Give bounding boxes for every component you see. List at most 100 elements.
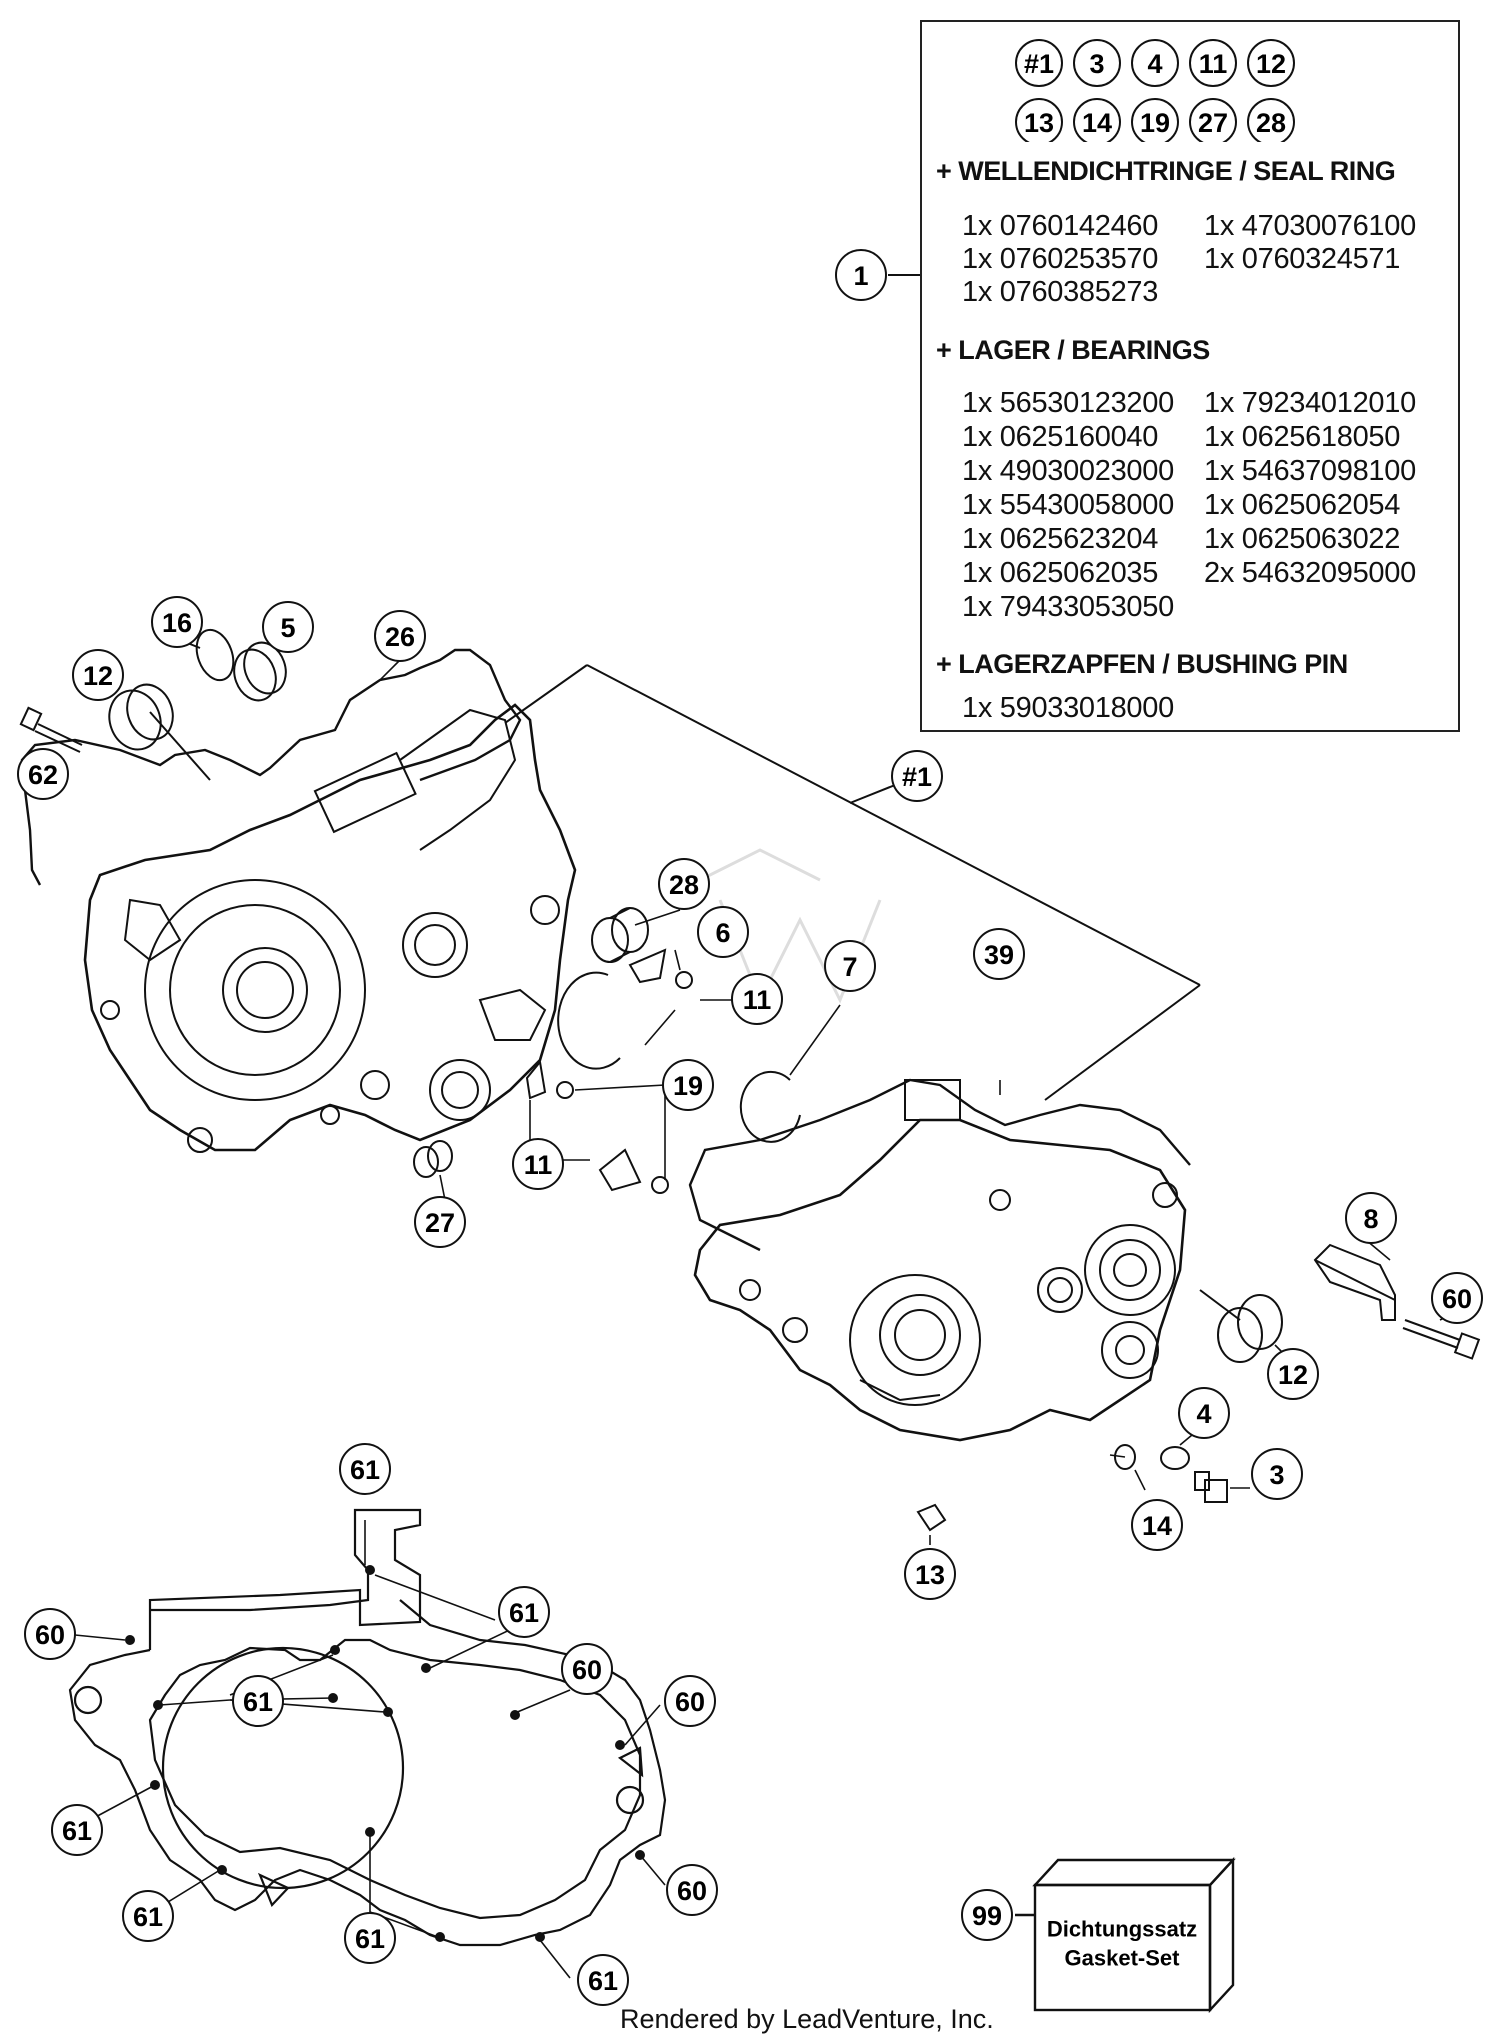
callout-39: 39 bbox=[973, 928, 1025, 980]
callout-11-a: 11 bbox=[731, 973, 783, 1025]
part-5-bushing bbox=[233, 641, 287, 702]
part-60-bolt bbox=[1402, 1319, 1481, 1360]
part-4-washer bbox=[1160, 1446, 1190, 1470]
svg-text:61: 61 bbox=[350, 1455, 380, 1485]
svg-text:13: 13 bbox=[915, 1560, 945, 1590]
svg-text:27: 27 bbox=[1198, 108, 1228, 138]
kit-ref-28: 28 bbox=[1247, 98, 1295, 142]
svg-text:14: 14 bbox=[1142, 1511, 1172, 1541]
callout-6: 6 bbox=[697, 906, 749, 958]
svg-text:1: 1 bbox=[853, 261, 868, 291]
callout-19: 19 bbox=[662, 1059, 714, 1111]
svg-text:28: 28 bbox=[669, 870, 699, 900]
svg-text:8: 8 bbox=[1363, 1204, 1378, 1234]
kit-ref-12: 12 bbox=[1247, 39, 1295, 87]
callout-62: 62 bbox=[17, 748, 69, 800]
svg-text:61: 61 bbox=[243, 1687, 273, 1717]
bearing-part: 1x 0625618050 bbox=[1204, 421, 1401, 453]
svg-text:26: 26 bbox=[385, 622, 415, 652]
seal-part: 1x 0760385273 bbox=[962, 276, 1159, 308]
seal-part: 1x 0760324571 bbox=[1204, 243, 1401, 275]
svg-text:3: 3 bbox=[1269, 1460, 1284, 1490]
svg-text:11: 11 bbox=[743, 985, 772, 1015]
part-28-bearing bbox=[591, 907, 649, 963]
svg-text:6: 6 bbox=[715, 918, 730, 948]
callout-1: 1 bbox=[835, 249, 887, 301]
callout-12-lower: 12 bbox=[1267, 1348, 1319, 1400]
callout-61-bottom-right: 61 bbox=[577, 1954, 629, 2006]
svg-text:60: 60 bbox=[677, 1876, 707, 1906]
bearing-part: 1x 0625062054 bbox=[1204, 489, 1401, 521]
svg-text:99: 99 bbox=[972, 1901, 1002, 1931]
part-8-holder bbox=[1313, 1243, 1396, 1321]
svg-text:12: 12 bbox=[1256, 49, 1286, 79]
callout-13: 13 bbox=[904, 1548, 956, 1600]
callout-60-bolt: 60 bbox=[1431, 1272, 1483, 1324]
bearing-part: 2x 54632095000 bbox=[1204, 557, 1416, 589]
callout-27: 27 bbox=[414, 1196, 466, 1248]
svg-text:11: 11 bbox=[1199, 49, 1228, 79]
kit-contents-legend: #1 3 4 11 12 13 14 19 27 28 + WELLENDICH… bbox=[920, 20, 1460, 732]
bushing-pin-part: 1x 59033018000 bbox=[962, 692, 1174, 724]
callout-61-bottom-left: 61 bbox=[122, 1890, 174, 1942]
bearings-heading: + LAGER / BEARINGS bbox=[936, 335, 1210, 365]
bearing-part: 1x 56530123200 bbox=[962, 387, 1174, 419]
right-crankcase bbox=[688, 1078, 1191, 1442]
callout-61-top: 61 bbox=[339, 1443, 391, 1495]
gasket-set-label-de: Dichtungssatz bbox=[1047, 1917, 1197, 1942]
svg-text:60: 60 bbox=[675, 1687, 705, 1717]
kit-ref-13: 13 bbox=[1015, 98, 1063, 142]
callout-61-bottom: 61 bbox=[344, 1912, 396, 1964]
svg-text:61: 61 bbox=[355, 1924, 385, 1954]
callout-5: 5 bbox=[262, 601, 314, 653]
assembly-leader-lines bbox=[504, 274, 1201, 1101]
bearing-part: 1x 55430058000 bbox=[962, 489, 1174, 521]
bearing-part: 1x 0625623204 bbox=[962, 523, 1159, 555]
base-gasket bbox=[68, 1508, 667, 1947]
part-7-circlip bbox=[739, 1070, 801, 1143]
gasket-kit-box bbox=[1015, 1856, 1236, 2014]
render-credit: Rendered by LeadVenture, Inc. bbox=[620, 2004, 994, 2034]
bearing-part: 1x 49030023000 bbox=[962, 455, 1174, 487]
callout-61-left: 61 bbox=[51, 1804, 103, 1856]
bearing-part: 1x 79433053050 bbox=[962, 591, 1174, 623]
svg-text:27: 27 bbox=[425, 1208, 455, 1238]
svg-text:60: 60 bbox=[572, 1655, 602, 1685]
part-13-pin bbox=[916, 1503, 947, 1532]
part-11-plates bbox=[525, 948, 667, 1192]
svg-text:5: 5 bbox=[280, 613, 295, 643]
svg-text:60: 60 bbox=[35, 1620, 65, 1650]
svg-text:12: 12 bbox=[83, 661, 113, 691]
svg-text:4: 4 bbox=[1196, 1399, 1211, 1429]
kit-ref-1: #1 bbox=[1015, 39, 1063, 87]
svg-text:61: 61 bbox=[509, 1598, 539, 1628]
bearing-part: 1x 54637098100 bbox=[1204, 455, 1416, 487]
callout-26: 26 bbox=[374, 610, 426, 662]
callout-60-gasket-mid: 60 bbox=[561, 1643, 613, 1695]
callout-60-gasket-bottom: 60 bbox=[666, 1864, 718, 1916]
kit-ref-27: 27 bbox=[1189, 98, 1237, 142]
callout-99: 99 bbox=[961, 1889, 1013, 1941]
part-27-bushing bbox=[413, 1140, 453, 1178]
svg-text:14: 14 bbox=[1082, 108, 1112, 138]
callout-60-gasket-right: 60 bbox=[664, 1675, 716, 1727]
svg-text:61: 61 bbox=[133, 1902, 163, 1932]
callout-kit-1: #1 bbox=[891, 750, 943, 802]
callout-3: 3 bbox=[1251, 1448, 1303, 1500]
svg-text:60: 60 bbox=[1442, 1284, 1472, 1314]
svg-text:28: 28 bbox=[1256, 108, 1286, 138]
callout-7: 7 bbox=[824, 940, 876, 992]
svg-text:12: 12 bbox=[1278, 1360, 1308, 1390]
callout-16: 16 bbox=[151, 596, 203, 648]
left-crankcase bbox=[83, 703, 577, 1153]
callout-28: 28 bbox=[658, 858, 710, 910]
callout-4: 4 bbox=[1178, 1387, 1230, 1439]
callout-12-upper: 12 bbox=[72, 649, 124, 701]
kit-ref-circles: #1 3 4 11 12 13 14 19 27 28 bbox=[1015, 39, 1295, 142]
bushing-pin-heading: + LAGERZAPFEN / BUSHING PIN bbox=[936, 649, 1348, 679]
part-3-plug bbox=[1194, 1471, 1228, 1503]
svg-text:61: 61 bbox=[588, 1966, 618, 1996]
callout-61-center: 61 bbox=[232, 1675, 284, 1727]
svg-text:#1: #1 bbox=[1024, 49, 1054, 79]
